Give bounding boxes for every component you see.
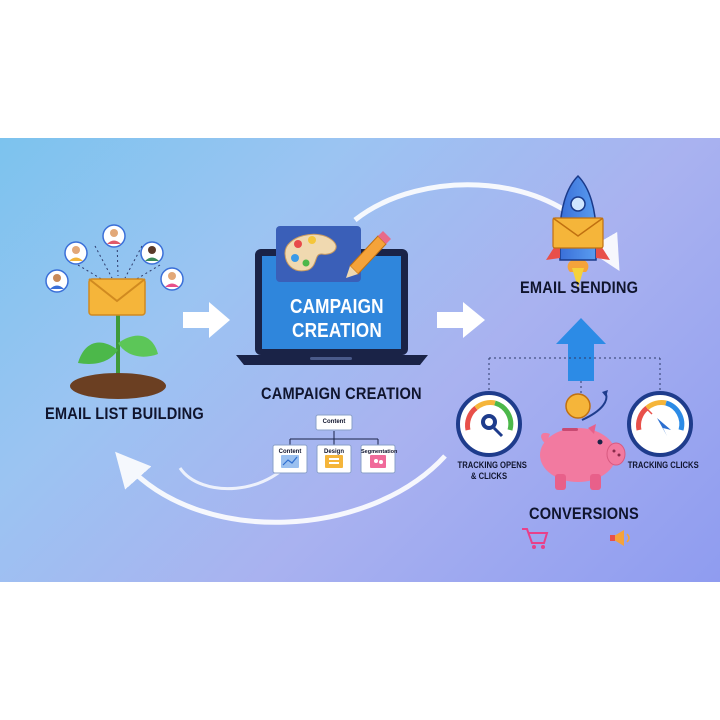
avatar-1 xyxy=(45,269,69,293)
piggy-bank-illustration xyxy=(540,390,626,490)
arrow-to-campaign xyxy=(183,302,230,338)
tree-label-segmentation: Segmentation xyxy=(361,449,398,455)
step-email-list-building: EMAIL LIST BUILDING xyxy=(45,404,204,423)
tracking-opens-gauge xyxy=(456,391,522,457)
tree-box-segmentation xyxy=(360,444,396,474)
laptop-screen-title-line2: CREATION xyxy=(292,320,382,342)
tracking-clicks-gauge xyxy=(627,391,693,457)
tree-box-design xyxy=(316,444,352,474)
step-conversions: CONVERSIONS xyxy=(529,504,639,523)
tree-root-label: Content xyxy=(322,419,346,425)
rocket-illustration xyxy=(546,174,610,288)
avatar-4 xyxy=(140,241,164,265)
email-marketing-cycle-diagram xyxy=(45,174,693,549)
step-campaign-creation: CAMPAIGN CREATION xyxy=(261,384,422,403)
laptop-screen-title-line1: CAMPAIGN xyxy=(290,296,384,318)
step-email-sending: EMAIL SENDING xyxy=(520,278,639,297)
arrow-to-sending xyxy=(437,302,485,338)
label-tracking-opens-line1: TRACKING OPENS xyxy=(457,460,527,470)
avatar-2 xyxy=(64,241,88,265)
label-tracking-clicks: TRACKING CLICKS xyxy=(627,460,699,470)
avatar-3 xyxy=(102,224,126,248)
tree-label-content: Content xyxy=(278,449,302,455)
label-tracking-opens-line2: & CLICKS xyxy=(470,471,508,481)
avatar-5 xyxy=(160,267,184,291)
palette-icon xyxy=(276,226,361,282)
laptop-illustration xyxy=(236,226,428,365)
up-arrow xyxy=(556,318,606,381)
diagram-panel: EMAIL LIST BUILDING CAMPAIGN CREATION CA… xyxy=(0,138,720,582)
tree-box-content xyxy=(272,444,308,474)
tree-root-box xyxy=(315,414,353,431)
pencil-icon xyxy=(346,231,391,278)
plant-envelope-illustration xyxy=(45,224,184,399)
bottom-arc-arrow xyxy=(115,451,447,525)
campaign-tree-lines xyxy=(289,431,379,445)
megaphone-icon xyxy=(610,530,630,546)
cart-icon xyxy=(522,528,549,549)
tree-label-design: Design xyxy=(323,449,344,455)
